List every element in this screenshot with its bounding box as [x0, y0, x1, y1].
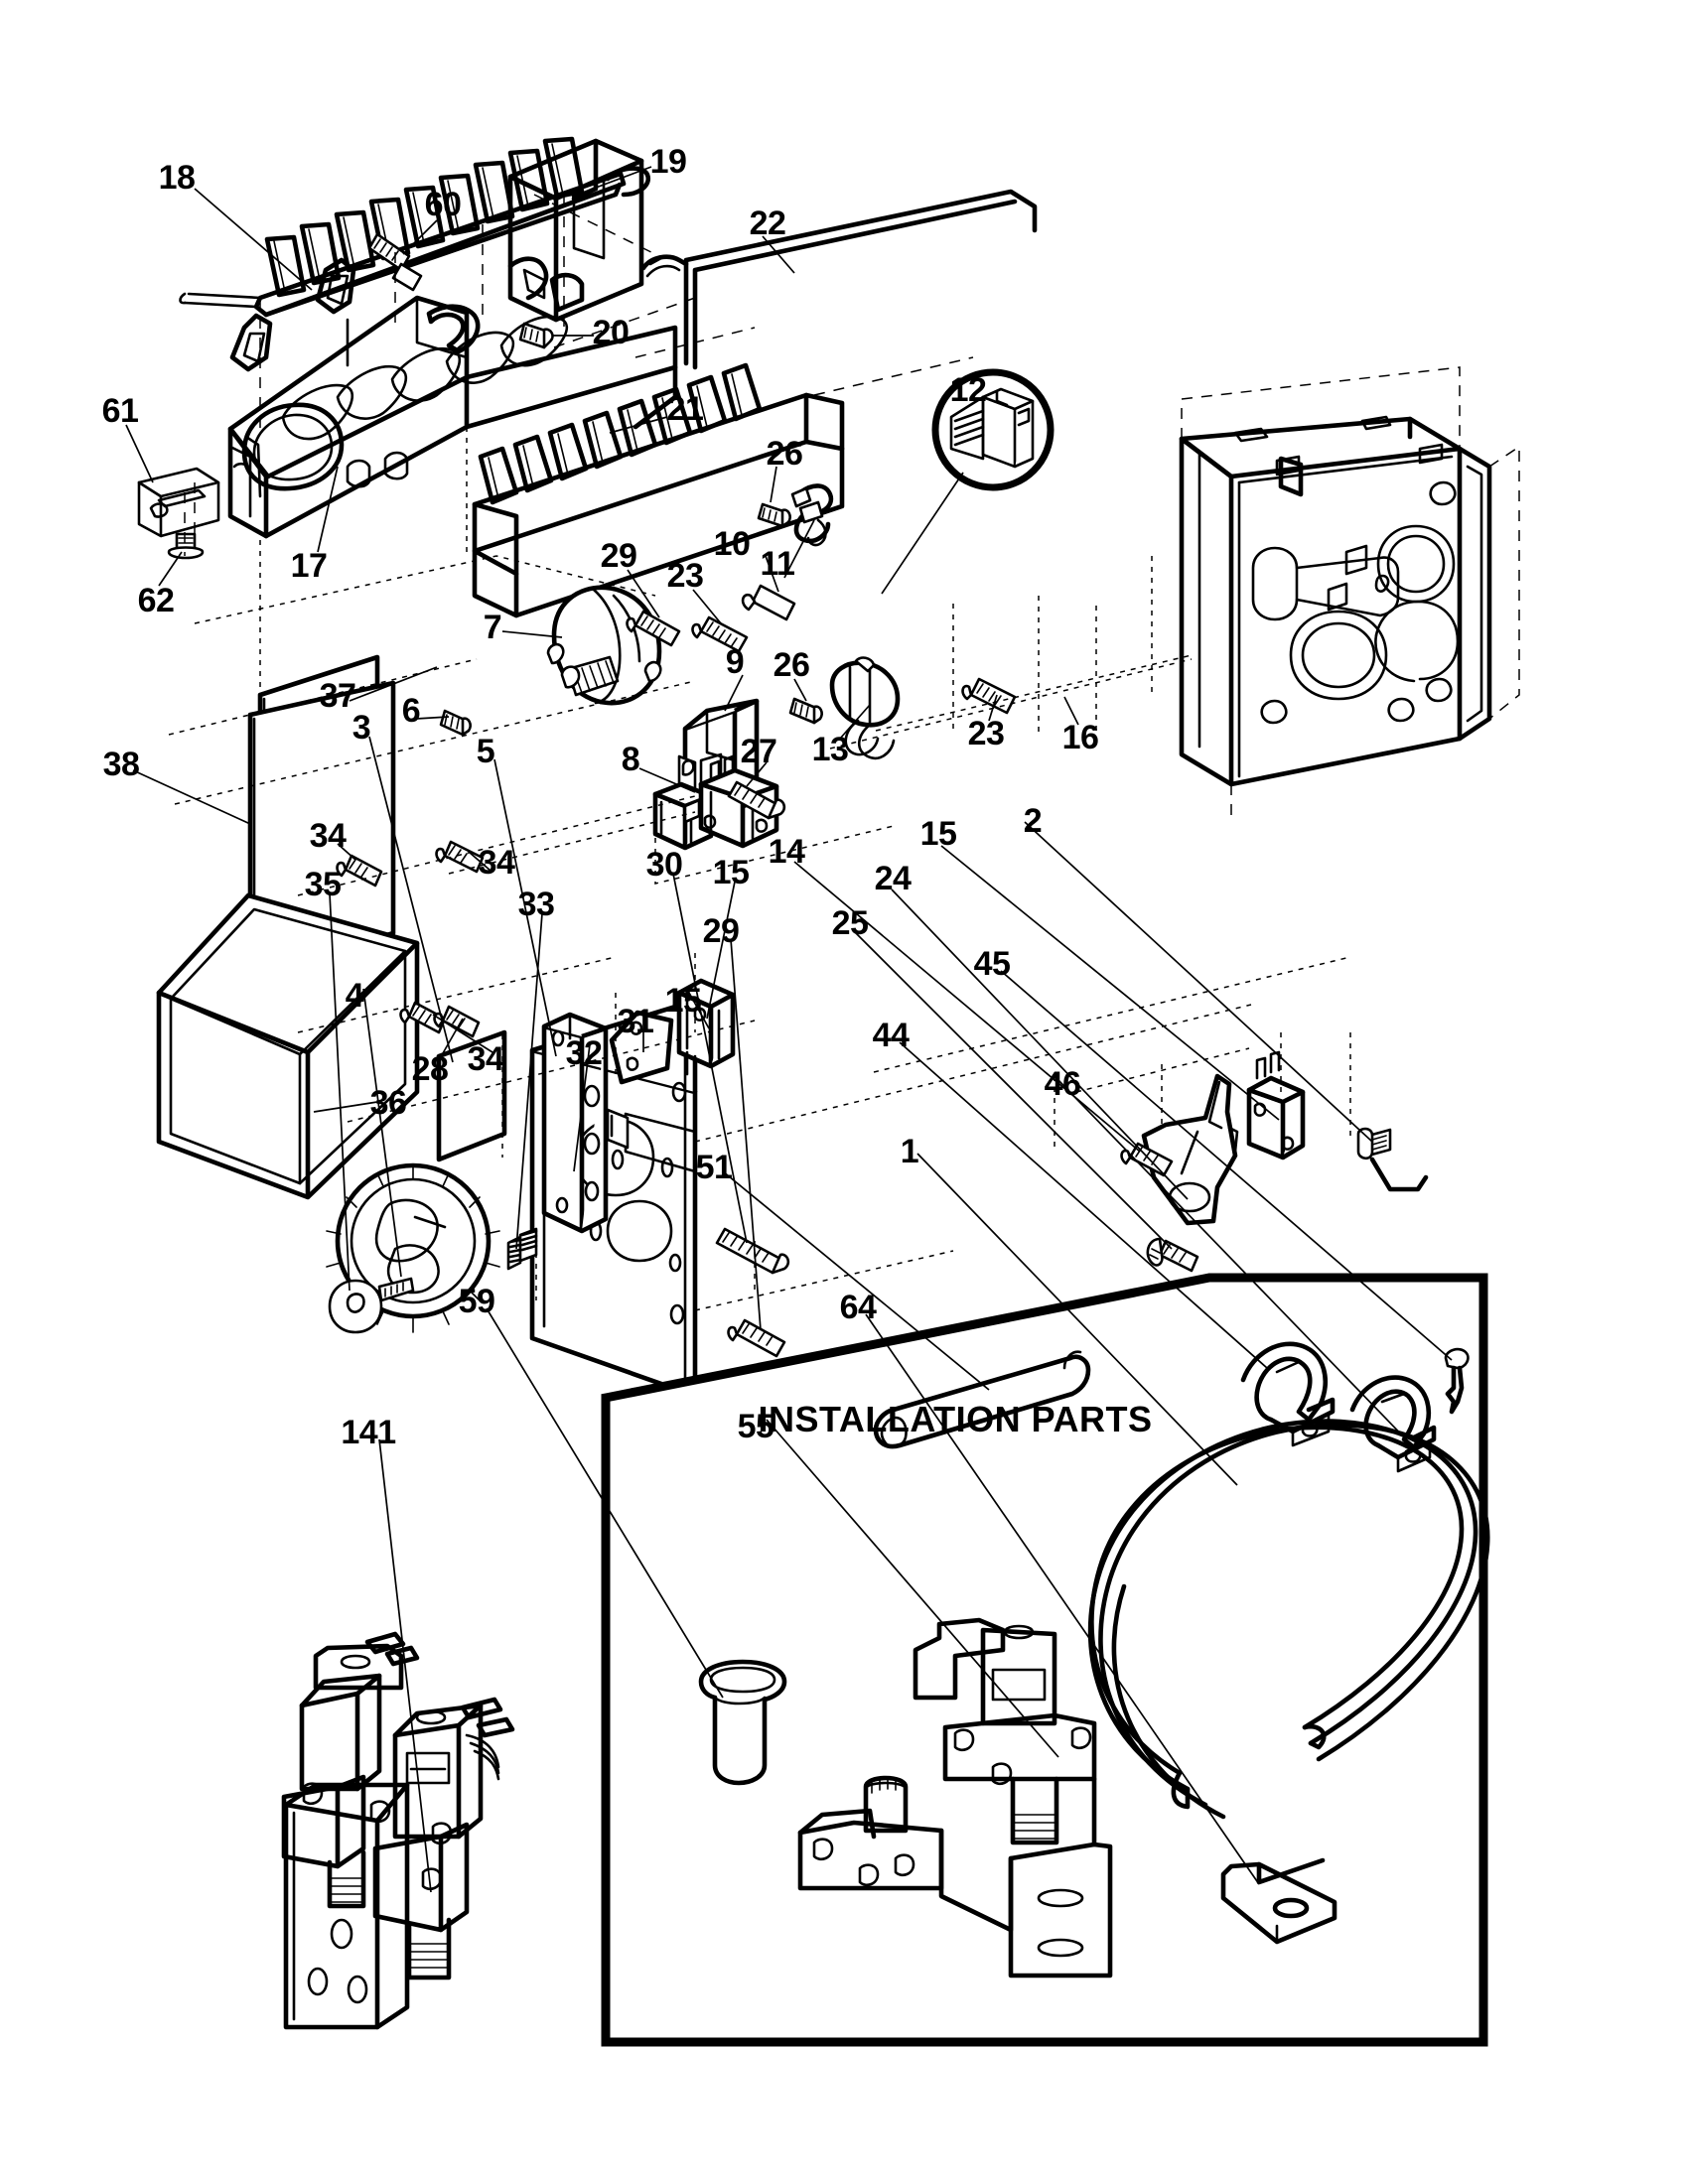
assembly-guide-lines-fine — [168, 427, 1351, 1311]
part-callout-16: 16 — [1061, 719, 1099, 756]
part-callout-35: 35 — [304, 866, 342, 903]
part-callout-34: 34 — [309, 817, 347, 855]
part-callout-6: 6 — [401, 692, 421, 730]
part-callout-27: 27 — [740, 733, 777, 770]
part-callout-37: 37 — [319, 677, 356, 715]
part-callout-23: 23 — [967, 715, 1005, 752]
part-callout-9: 9 — [725, 643, 745, 681]
part-7-motor — [546, 585, 662, 706]
part-callout-26: 26 — [766, 435, 803, 473]
part-callout-3: 3 — [352, 709, 371, 747]
part-callout-61: 61 — [101, 392, 139, 430]
screw-34-a — [336, 854, 383, 887]
part-callout-55: 55 — [737, 1408, 774, 1445]
screw-20 — [518, 322, 554, 349]
part-callout-62: 62 — [137, 582, 175, 619]
part-callout-5: 5 — [476, 733, 495, 770]
assembly-guide-lines — [184, 194, 1520, 824]
leader-lines — [125, 166, 1453, 1893]
part-51-tube — [873, 1350, 1091, 1449]
part-callout-141: 141 — [341, 1414, 396, 1451]
screw-26-upper — [757, 502, 791, 528]
part-callout-25: 25 — [831, 904, 869, 942]
screw-25 — [1146, 1237, 1199, 1273]
part-55-water-valve — [797, 1617, 1113, 1979]
part-callout-60: 60 — [424, 186, 462, 223]
part-callout-18: 18 — [158, 159, 196, 197]
part-2-ground-wire — [1356, 1127, 1429, 1192]
part-callout-13: 13 — [811, 731, 849, 768]
part-callout-64: 64 — [839, 1289, 877, 1326]
screw-27 — [727, 780, 786, 820]
part-callout-29: 29 — [702, 912, 740, 950]
screw-23-lower — [961, 677, 1017, 715]
part-callout-33: 33 — [517, 886, 555, 923]
screw-29-upper — [626, 610, 681, 647]
part-callout-36: 36 — [369, 1084, 407, 1122]
part-61-bracket — [137, 467, 220, 538]
part-callout-30: 30 — [645, 846, 683, 884]
part-31-insulator — [609, 1010, 674, 1085]
part-callout-32: 32 — [565, 1034, 603, 1072]
part-callout-31: 31 — [617, 1003, 654, 1040]
installation-parts-box — [601, 1273, 1488, 2047]
part-callout-34: 34 — [478, 844, 515, 882]
part-callout-22: 22 — [749, 205, 786, 242]
part-callout-14: 14 — [768, 833, 805, 871]
part-64-bracket — [1220, 1857, 1337, 1945]
part-callout-19: 19 — [649, 143, 687, 181]
part-141-water-valve-assembly — [281, 1631, 515, 2030]
part-callout-7: 7 — [483, 609, 502, 646]
part-callout-2: 2 — [1023, 802, 1043, 840]
part-36-insulation-block — [156, 892, 420, 1200]
screw-60 — [367, 232, 423, 292]
part-15-switch-upper — [1246, 1050, 1306, 1160]
part-19-shield — [507, 138, 644, 323]
part-callout-38: 38 — [102, 746, 140, 783]
part-10-pin — [741, 584, 796, 621]
part-callout-4: 4 — [345, 977, 364, 1015]
part-callout-29: 29 — [600, 537, 637, 575]
part-4-drive-gear — [326, 1162, 500, 1333]
screw-26-lower — [788, 697, 823, 725]
part-callout-51: 51 — [695, 1149, 733, 1186]
part-22-wire-arm — [640, 189, 1038, 370]
part-callout-15: 15 — [712, 854, 750, 891]
part-callout-26: 26 — [773, 646, 810, 684]
part-13-coil — [829, 656, 901, 760]
part-callout-15: 15 — [919, 815, 957, 853]
part-callout-46: 46 — [1044, 1065, 1081, 1103]
part-62-screw — [167, 532, 205, 560]
part-callout-59: 59 — [458, 1283, 495, 1320]
part-callout-8: 8 — [621, 741, 640, 778]
part-callout-10: 10 — [713, 525, 751, 563]
part-21-ice-shelf — [472, 362, 845, 618]
part-1-water-tubing — [1087, 1419, 1490, 1820]
part-32-support-bracket — [541, 1012, 609, 1234]
part-callout-1: 1 — [900, 1133, 919, 1170]
part-callout-23: 23 — [666, 557, 704, 595]
part-callout-12: 12 — [949, 371, 987, 409]
part-callout-21: 21 — [666, 390, 704, 428]
part-59-grommet — [698, 1659, 787, 1786]
part-3-gasket — [436, 1029, 507, 1162]
part-callout-11: 11 — [760, 545, 795, 583]
part-callout-34: 34 — [467, 1040, 504, 1078]
installation-parts-title: INSTALLATION PARTS — [758, 1399, 1153, 1439]
part-callout-20: 20 — [592, 314, 630, 351]
screw-23-upper — [691, 615, 749, 653]
part-callout-24: 24 — [874, 860, 912, 897]
part-callout-45: 45 — [973, 945, 1011, 983]
part-11-wire-harness — [790, 483, 834, 547]
part-callout-17: 17 — [290, 547, 328, 585]
part-callout-44: 44 — [872, 1017, 910, 1054]
part-45-screw — [1444, 1347, 1470, 1415]
screw-30-long — [715, 1227, 790, 1275]
part-callout-15: 15 — [664, 982, 702, 1020]
screw-29-lower — [727, 1318, 786, 1358]
part-35-cam-retainer — [328, 1277, 415, 1334]
part-callout-28: 28 — [411, 1050, 449, 1088]
